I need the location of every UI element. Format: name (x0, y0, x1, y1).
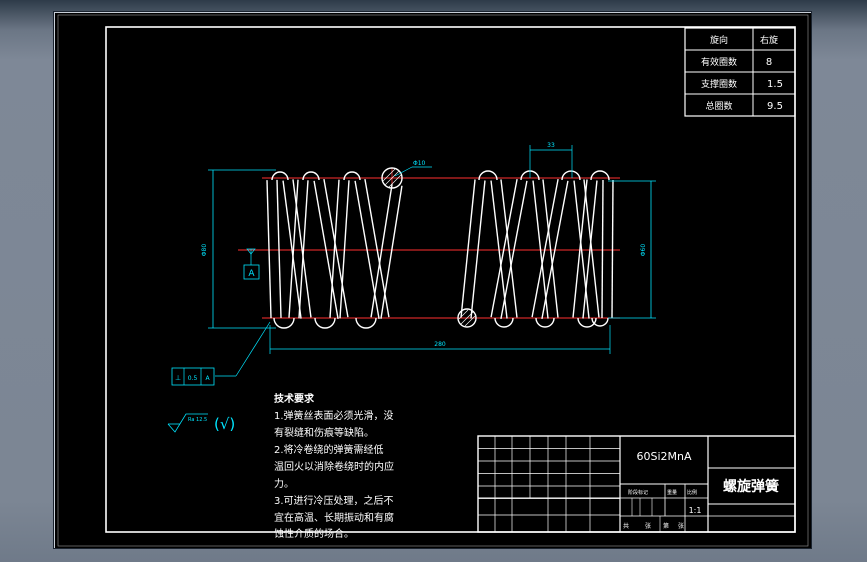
wire-section-top (381, 167, 403, 189)
coil-edge (266, 180, 272, 319)
coil-edge (370, 184, 393, 318)
param-label-1: 有效圈数 (701, 56, 737, 68)
scale-value: 1:1 (689, 506, 702, 515)
coil-bend (561, 170, 581, 181)
spring-drawing (266, 167, 614, 329)
tb-label-page: 第 (663, 522, 669, 530)
tb-label-weight: 重量 (667, 489, 677, 496)
tb-label-scale: 比例 (687, 489, 697, 496)
param-label-0: 旋向 (710, 34, 728, 46)
coil-edge (460, 179, 476, 318)
tech-line: 蚀性介质的场合。 (274, 527, 354, 540)
coil-edge (313, 180, 339, 319)
title-block: 60Si2MnA 螺旋弹簧 1:1 阶段标记 重量 比例 共 张 第 张 (477, 435, 796, 533)
tech-line: 1.弹簧丝表面必须光滑，没 (274, 409, 394, 422)
wire-section-bottom (457, 308, 477, 328)
coil-edge (531, 178, 559, 318)
coil-bend (478, 170, 498, 181)
parameters-table: 旋向 右旋 有效圈数 8 支撑圈数 1.5 总圈数 9.5 (684, 27, 796, 117)
tb-label-sheet: 张 (645, 522, 651, 530)
param-value-3: 9.5 (767, 101, 783, 112)
coil-edge (542, 179, 559, 318)
dim-wire-dia: Φ10 (413, 160, 426, 167)
center-lines (238, 168, 620, 319)
coil-bend (494, 317, 514, 328)
tech-line: 力。 (274, 477, 294, 490)
coil-bend (343, 171, 361, 181)
tech-line: 温回火以消除卷绕时的内应 (274, 460, 394, 473)
tech-line: 有裂缝和伤痕等缺陷。 (274, 426, 374, 439)
coil-bend (314, 317, 336, 329)
coil-bend (355, 317, 377, 329)
tb-label-phase: 阶段标记 (628, 489, 648, 496)
dim-inner-dia: Φ60 (640, 244, 647, 257)
coil-edge (282, 180, 302, 319)
param-label-3: 总圈数 (705, 100, 732, 112)
dimension-lines: Φ80 Φ60 280 33 Φ10 A ⊥ 0.5 A (167, 142, 656, 433)
coil-edge (470, 180, 486, 319)
roughness-other: (√) (214, 415, 235, 433)
coil-edge (532, 180, 549, 319)
coil-edge (500, 179, 518, 318)
dim-free-length: 280 (434, 341, 446, 348)
coil-bend (577, 317, 597, 328)
material-label: 60Si2MnA (636, 450, 691, 463)
drawing-frame (105, 26, 796, 533)
coil-edge (298, 180, 309, 319)
coil-edge (611, 180, 614, 319)
coil-edge (288, 179, 299, 318)
tech-line: 3.可进行冷压处理，之后不 (274, 494, 394, 507)
coil-edge (292, 179, 312, 318)
param-value-1: 8 (766, 57, 772, 68)
dim-pitch: 33 (547, 142, 555, 149)
coil-bend (271, 171, 289, 181)
tb-label-total: 共 (623, 522, 629, 530)
tech-line: 宜在高温、长期振动和有腐 (274, 511, 394, 524)
dim-outer-dia: Φ80 (201, 244, 208, 257)
part-name: 螺旋弹簧 (723, 478, 779, 495)
param-label-2: 支撑圈数 (701, 78, 737, 90)
coil-edge (582, 180, 598, 319)
tolerance-symbol: ⊥ (175, 374, 181, 382)
coil-edge (323, 179, 349, 318)
coil-edge (541, 180, 569, 320)
outer-frame (57, 14, 809, 547)
coil-edge (339, 180, 350, 319)
coil-edge (573, 180, 590, 319)
coil-bend (302, 171, 320, 181)
param-value-0: 右旋 (760, 34, 778, 46)
coil-edge (490, 180, 508, 319)
tb-label-sheet2: 张 (678, 522, 684, 530)
coil-edge (276, 179, 282, 318)
coil-bend (535, 317, 555, 328)
coil-edge (500, 180, 528, 320)
coil-edge (583, 179, 600, 318)
coil-bend (273, 317, 295, 329)
datum-label: A (248, 269, 255, 279)
coil-edge (364, 179, 390, 318)
tolerance-datum: A (205, 375, 210, 382)
roughness-value: Ra 12.5 (188, 417, 207, 423)
tech-line: 2.将冷卷绕的弹簧需经低 (274, 443, 384, 456)
coil-edge (380, 185, 403, 319)
tolerance-value: 0.5 (188, 375, 198, 382)
coil-edge (329, 179, 340, 318)
coil-edge (490, 178, 518, 318)
tech-requirements: 技术要求 1.弹簧丝表面必须光滑，没 有裂缝和伤痕等缺陷。 2.将冷卷绕的弹簧需… (274, 392, 394, 540)
coil-bend (590, 170, 610, 181)
coil-bend (591, 317, 609, 327)
param-value-2: 1.5 (767, 79, 783, 90)
coil-edge (601, 179, 604, 318)
coil-edge (572, 179, 588, 318)
tech-title: 技术要求 (274, 392, 315, 405)
